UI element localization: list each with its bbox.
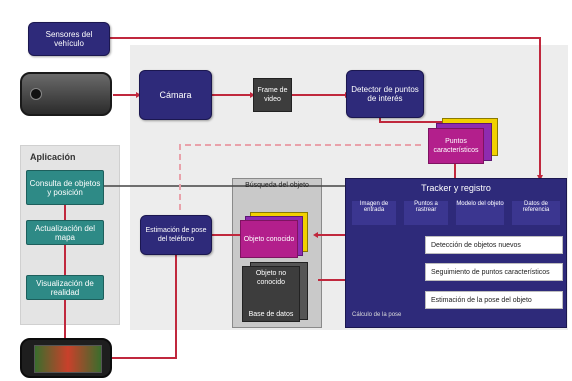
tracker-footer: Cálculo de la pose (352, 312, 402, 318)
tracking-db-label: Base de datos (248, 311, 294, 318)
features-node: Puntos característicos (428, 128, 484, 164)
wire-pose-phone (112, 255, 177, 359)
wire-source-tracker (110, 37, 541, 175)
app-render-label: Visualización de realidad (36, 278, 94, 297)
tracker-row-1-label: Detección de objetos nuevos (431, 241, 521, 249)
arrow-camera (136, 92, 141, 98)
app-update-label: Actualización del mapa (34, 223, 96, 242)
features-stack: Puntos característicos (428, 118, 498, 166)
detector-label: Detector de puntos de interés (351, 85, 419, 103)
wire-dashed-feedback (179, 144, 425, 210)
app-title: Aplicación (30, 152, 76, 162)
arrow-frame (250, 92, 255, 98)
frame-label: Frame de video (257, 87, 288, 103)
app-query-node: Consulta de objetos y posición (26, 170, 104, 205)
tracker-row-2-label: Seguimiento de puntos característicos (431, 268, 550, 276)
tracker-column-1: Imagen de entrada (352, 201, 396, 225)
source-node: Sensores del vehículo (28, 22, 110, 56)
phone-lens-icon (30, 88, 42, 100)
phone-bottom-image (20, 338, 112, 378)
tracker-column-2: Puntos a rastrear (404, 201, 448, 225)
arrow-known (313, 232, 318, 238)
search-title: Búsqueda del objeto (245, 182, 309, 189)
app-update-node: Actualización del mapa (26, 220, 104, 245)
app-query-label: Consulta de objetos y posición (29, 178, 101, 197)
camera-node: Cámara (139, 70, 212, 120)
tracker-row-1: Detección de objetos nuevos (425, 236, 563, 254)
unknown-stack: Objeto no conocido Base de datos (240, 262, 312, 324)
unknown-node: Objeto no conocido Base de datos (242, 266, 300, 322)
frame-node: Frame de video (253, 78, 292, 112)
features-label: Puntos característicos (433, 138, 479, 154)
detector-node: Detector de puntos de interés (346, 70, 424, 118)
tracker-title: Tracker y registro (421, 183, 491, 193)
tracker-column-3: Modelo del objeto (456, 201, 504, 225)
camera-label: Cámara (159, 89, 192, 100)
phone-screen (34, 345, 102, 373)
known-stack: Objeto conocido (240, 212, 312, 262)
source-label: Sensores del vehículo (45, 30, 93, 48)
app-render-node: Visualización de realidad (26, 275, 104, 300)
phone-top-image (20, 72, 112, 116)
tracker-row-3-label: Estimación de la pose del objeto (431, 296, 532, 304)
known-label: Objeto conocido (243, 235, 295, 243)
unknown-label: Objeto no conocido (255, 270, 287, 286)
pose-label: Estimación de pose del teléfono (145, 227, 207, 243)
pose-node: Estimación de pose del teléfono (140, 215, 212, 255)
tracker-column-4: Datos de referencia (512, 201, 560, 225)
tracker-row-2: Seguimiento de puntos característicos (425, 263, 563, 281)
known-node: Objeto conocido (240, 220, 298, 258)
tracker-row-3: Estimación de la pose del objeto (425, 291, 563, 309)
